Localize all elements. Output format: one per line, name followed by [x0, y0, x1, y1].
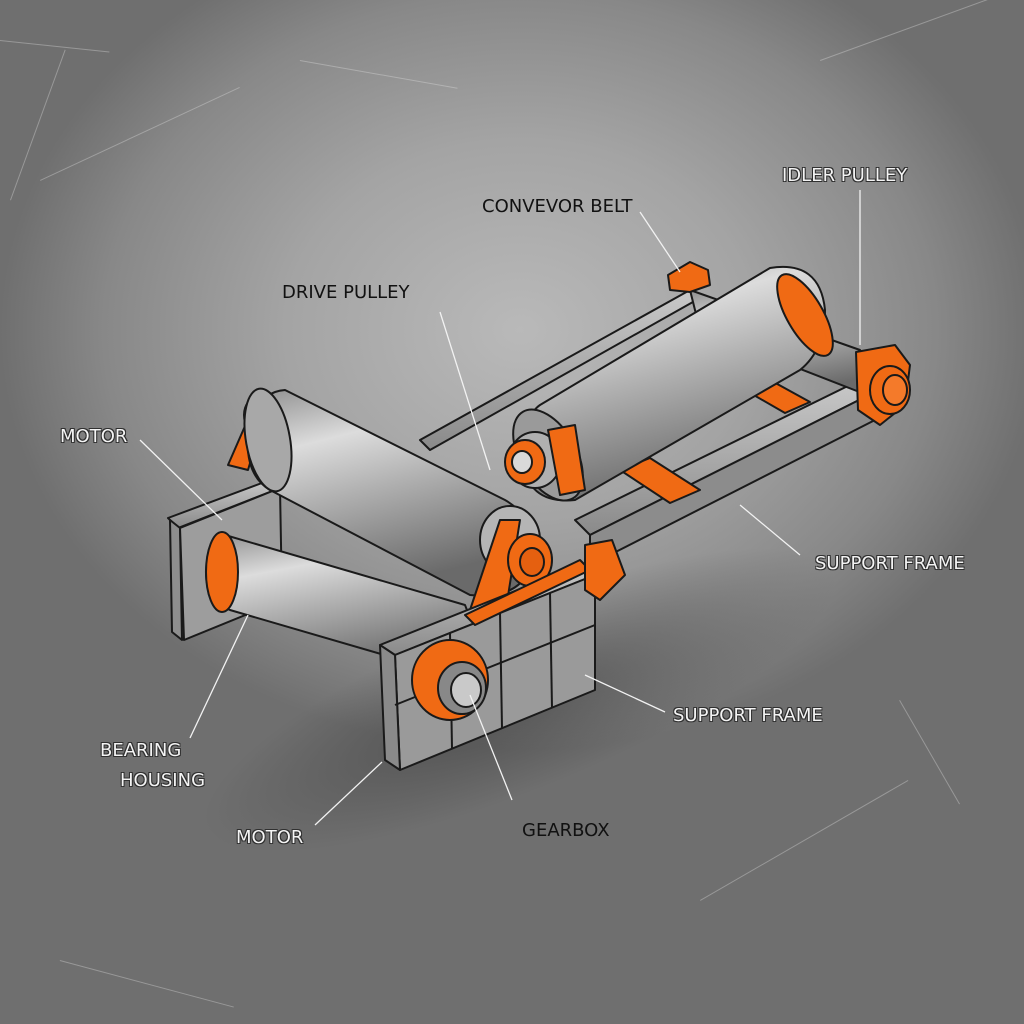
label-support-frame-bottom: SUPPORT FRAME — [673, 705, 823, 726]
label-conveyor-belt: CONVEVOR BELT — [482, 196, 633, 217]
idler-section — [419, 261, 911, 566]
label-bearing-housing-line2: HOUSING — [120, 770, 206, 791]
leader-lines — [139, 190, 861, 826]
label-support-frame-right: SUPPORT FRAME — [815, 553, 965, 574]
label-idler-pulley: IDLER PULLEY — [782, 165, 908, 186]
label-drive-pulley: DRIVE PULLEY — [282, 282, 410, 303]
drive-section — [167, 387, 626, 771]
label-bearing-housing-line1: BEARING — [100, 740, 182, 761]
label-motor-top: MOTOR — [60, 426, 128, 447]
label-motor-bottom: MOTOR — [236, 827, 304, 848]
label-gearbox: GEARBOX — [522, 820, 610, 841]
